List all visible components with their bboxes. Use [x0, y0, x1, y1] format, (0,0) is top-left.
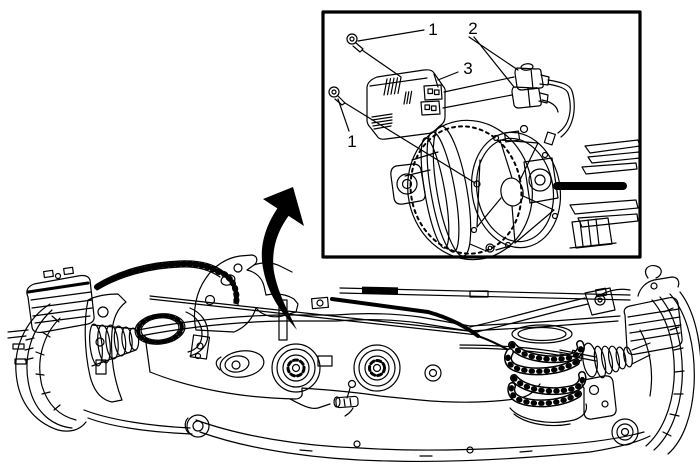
differential-clutch-housing: [390, 119, 641, 261]
callout-label-1-bottom: 1: [347, 132, 356, 151]
harness-connectors: [442, 63, 575, 138]
differential-clutch-control-module: [366, 69, 446, 140]
right-cv-axle: [559, 342, 651, 379]
coil-spring: [504, 324, 588, 427]
right-lower-bracket: [581, 375, 639, 446]
bolt-top-icon: [346, 33, 358, 45]
module-mounting-bolts: [328, 33, 481, 188]
wiring-harness-tube: [94, 260, 240, 307]
rear-suspension-assembly: [7, 254, 700, 463]
callout-label-2: 2: [468, 19, 477, 38]
right-brake-caliper: [594, 265, 683, 356]
center-upper-bracket: [185, 254, 330, 360]
bolt-bottom-icon: [328, 86, 340, 98]
hanging-connector: [333, 387, 359, 417]
bolt-hole-target: [473, 180, 481, 188]
inset-detail-box: 1 2 3 1: [321, 10, 642, 261]
callout-label-1-top: 1: [428, 20, 437, 39]
leader-lines: [337, 29, 519, 184]
left-brake-caliper: [26, 266, 95, 334]
subframe-bushings: [215, 343, 442, 393]
left-cv-axle-boot: [89, 313, 186, 367]
left-brake-rotor: [7, 303, 87, 432]
callout-label-3: 3: [463, 59, 472, 78]
rear-subframe: [137, 286, 631, 409]
lower-control-arm: [83, 409, 651, 463]
right-brake-rotor: [639, 291, 700, 455]
left-knuckle: [84, 293, 127, 403]
callout-labels: 1 2 3 1: [347, 19, 477, 151]
location-arrow: [261, 187, 304, 330]
